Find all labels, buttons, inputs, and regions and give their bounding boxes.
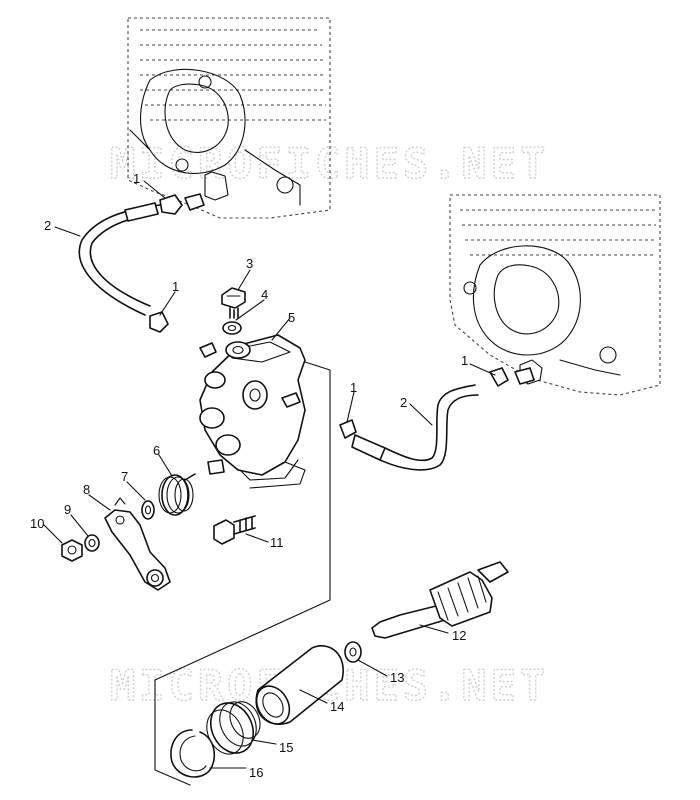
engine-cylinder-left-icon <box>127 17 331 219</box>
callout-1: 1 <box>350 380 357 395</box>
washer-9-icon <box>84 534 100 552</box>
callout-8: 8 <box>83 482 90 497</box>
return-spring-icon <box>158 473 196 516</box>
drive-gear-shaft-icon <box>371 561 509 639</box>
bleed-screw-icon <box>221 287 246 319</box>
clamp-top-left <box>159 193 205 215</box>
callout-5: 5 <box>288 310 295 325</box>
clamp-top-right <box>489 367 535 387</box>
callout-2: 2 <box>400 395 407 410</box>
callout-4: 4 <box>261 287 268 302</box>
engine-cylinder-right-icon <box>449 194 661 396</box>
washer-13-icon <box>344 641 362 663</box>
callout-leaders <box>43 180 496 769</box>
callout-6: 6 <box>153 443 160 458</box>
watermark-top: MICROFICHES.NET <box>110 139 549 188</box>
callout-3: 3 <box>246 256 253 271</box>
snap-ring-icon <box>170 729 216 778</box>
callout-13: 13 <box>390 670 404 685</box>
callout-1: 1 <box>172 279 179 294</box>
callout-1: 1 <box>461 353 468 368</box>
oil-hose-right <box>351 384 479 471</box>
callout-14: 14 <box>330 699 344 714</box>
callout-10: 10 <box>30 516 44 531</box>
oil-pump-icon <box>199 334 306 489</box>
spring-icon <box>206 701 261 755</box>
callout-15: 15 <box>279 740 293 755</box>
callout-12: 12 <box>452 628 466 643</box>
clamp-mid-right <box>339 419 357 439</box>
oil-hose-left <box>78 202 161 316</box>
washer-4-icon <box>222 321 242 335</box>
callout-numbers: 1 2 1 3 4 5 1 1 2 6 7 8 9 10 11 12 13 14… <box>30 171 468 780</box>
washer-7-icon <box>141 500 155 520</box>
callout-9: 9 <box>64 502 71 517</box>
bolt-icon <box>213 515 256 545</box>
callout-2: 2 <box>44 218 51 233</box>
nut-icon <box>61 539 83 562</box>
callout-7: 7 <box>121 469 128 484</box>
callout-1: 1 <box>133 171 140 186</box>
bushing-icon <box>255 645 344 725</box>
callout-16: 16 <box>249 765 263 780</box>
callout-11: 11 <box>270 535 284 550</box>
clamp-mid-left <box>149 311 169 333</box>
pump-lever-icon <box>104 497 171 591</box>
